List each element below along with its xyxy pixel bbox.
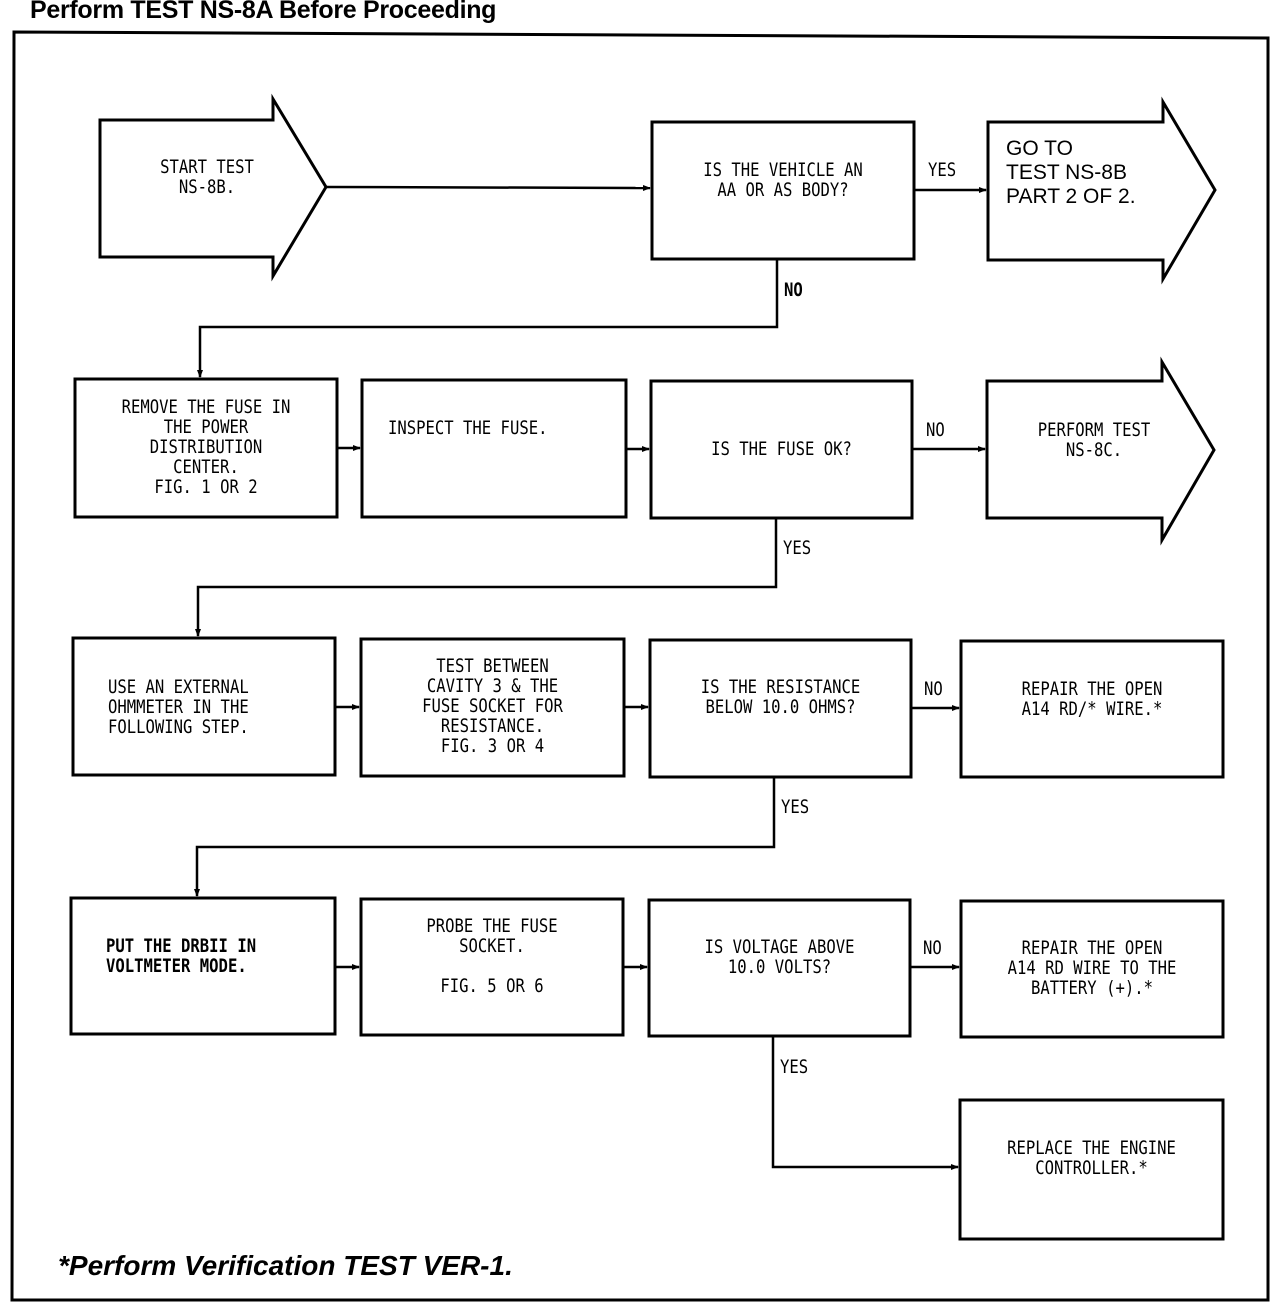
repair-a14-text: REPAIR THE OPEN A14 RD/* WIRE.* xyxy=(1021,678,1163,720)
goto-arrow-shape-part2 xyxy=(986,96,1217,285)
verification-footnote: *Perform Verification TEST VER-1. xyxy=(58,1250,513,1281)
goto-arrow-shape-ns8c xyxy=(985,356,1216,546)
edge-label-yes: YES xyxy=(783,537,812,559)
edge-volt-yes xyxy=(771,1036,959,1170)
edge-label-yes: YES xyxy=(780,1056,809,1078)
terminal-box-repair-a14 xyxy=(959,639,1225,779)
action-box-inspect-fuse xyxy=(360,378,628,519)
repair-battery-text: REPAIR THE OPEN A14 RD WIRE TO THE BATTE… xyxy=(1007,937,1177,999)
diagram-frame xyxy=(10,30,1270,1302)
fuse-ok-text: IS THE FUSE OK? xyxy=(711,438,852,460)
edge-label-no: NO xyxy=(924,678,943,700)
resistance-text: IS THE RESISTANCE BELOW 10.0 OHMS? xyxy=(700,676,861,718)
remove-fuse-text: REMOVE THE FUSE IN THE POWER DISTRIBUTIO… xyxy=(121,396,291,498)
voltage-text: IS VOLTAGE ABOVE 10.0 VOLTS? xyxy=(704,936,855,978)
terminal-box-replace-controller xyxy=(958,1098,1225,1241)
edge-res-yes xyxy=(194,777,776,897)
edge-start-to-body xyxy=(325,184,651,191)
goto-ns8c-text: PERFORM TEST NS-8C. xyxy=(1037,419,1151,461)
test-cavity-text: TEST BETWEEN CAVITY 3 & THE FUSE SOCKET … xyxy=(422,655,563,757)
edge-label-no: NO xyxy=(923,937,942,959)
edge-body-no xyxy=(197,259,779,378)
start-test-label: START TEST NS-8B. xyxy=(160,156,254,198)
replace-controller-text: REPLACE THE ENGINE CONTROLLER.* xyxy=(1007,1137,1176,1179)
edge-label-no: NO xyxy=(784,279,803,301)
use-ohmmeter-text: USE AN EXTERNAL OHMMETER IN THE FOLLOWIN… xyxy=(108,676,249,738)
decision-body-text: IS THE VEHICLE AN AA OR AS BODY? xyxy=(703,159,863,201)
page-title: Perform TEST NS-8A Before Proceeding xyxy=(30,0,497,24)
probe-socket-text: PROBE THE FUSE SOCKET. FIG. 5 OR 6 xyxy=(426,915,558,997)
edge-label-no: NO xyxy=(926,419,945,441)
goto-part2-text: GO TO TEST NS-8B PART 2 OF 2. xyxy=(1006,137,1136,208)
edge-label-yes: YES xyxy=(928,159,957,181)
inspect-fuse-text: INSPECT THE FUSE. xyxy=(388,417,548,439)
terminal-box-repair-battery xyxy=(959,899,1225,1039)
edge-label-yes: YES xyxy=(781,796,810,818)
put-drbii-text: PUT THE DRBII IN VOLTMETER MODE. xyxy=(106,935,257,977)
edge-fuseok-yes xyxy=(195,518,778,637)
start-arrow-shape xyxy=(98,93,328,282)
